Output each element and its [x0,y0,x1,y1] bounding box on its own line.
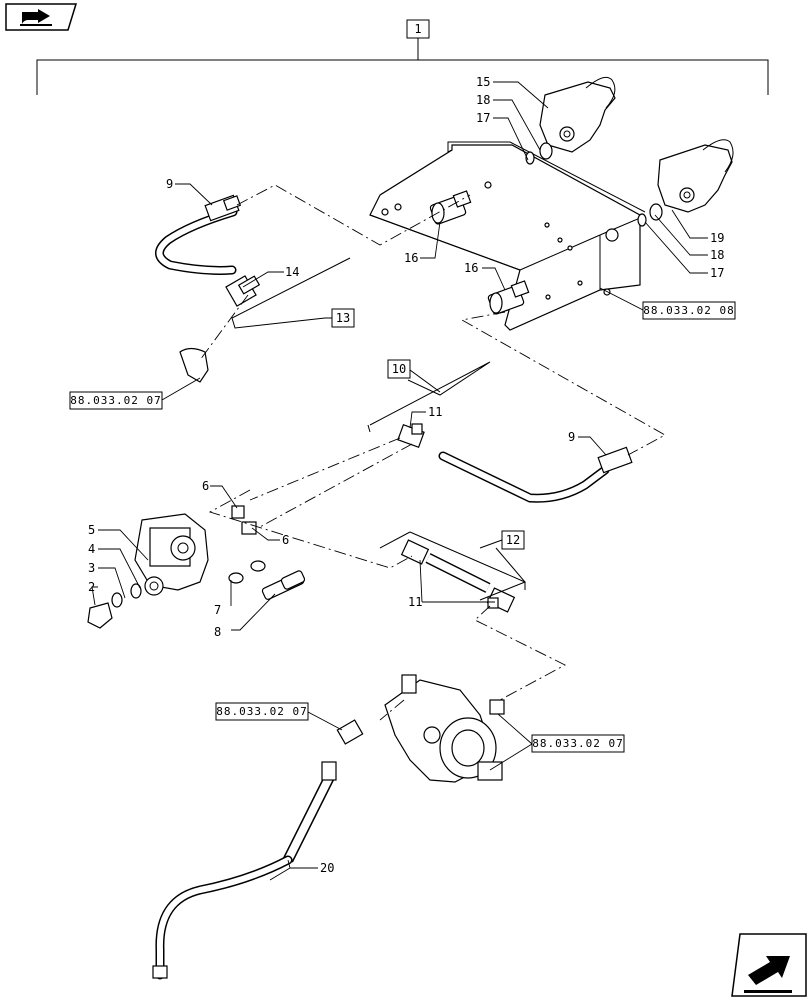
reference-box-88-033-02-07-mid[interactable]: 88.033.02 07 [215,702,343,731]
callout-8: 8 [214,625,221,639]
callout-15: 15 [476,75,490,89]
callout-7: 7 [214,603,221,617]
svg-text:12: 12 [506,533,520,547]
reference-box-88-033-02-07-left[interactable]: 88.033.02 07 [69,377,201,410]
callout-16: 16 [404,251,418,265]
callout-19: 19 [710,231,724,245]
svg-text:88.033.02 07: 88.033.02 07 [70,394,161,407]
callout-4: 4 [88,542,95,556]
hose-assembly-left [155,194,261,383]
fitting-16-lower [487,280,530,315]
valve-assembly [87,505,306,629]
fitting-16-upper [429,190,472,225]
svg-text:88.033.02 07: 88.033.02 07 [216,705,307,718]
callout-11: 11 [408,595,422,609]
callout-14: 14 [285,265,299,279]
book-arrow-icon[interactable] [5,3,78,31]
next-arrow-icon[interactable] [731,933,807,997]
svg-text:13: 13 [336,311,350,325]
callout-11: 11 [428,405,442,419]
callout-18: 18 [476,93,490,107]
callout-17: 17 [710,266,724,280]
glad-hand-coupler-upper [525,76,616,165]
callout-20: 20 [320,861,334,875]
glad-hand-coupler-lower [637,139,734,227]
callout-5: 5 [88,523,95,537]
sub-box-10: 10 [387,359,441,393]
tube-assembly-12 [400,539,516,613]
callout-2: 2 [88,580,95,594]
routing-lines [199,184,666,721]
reference-box-88-033-02-07-right[interactable]: 88.033.02 07 [489,713,625,771]
callout-16: 16 [464,261,478,275]
callout-9: 9 [568,430,575,444]
sub-box-12: 12 [479,530,525,550]
callout-6: 6 [282,533,289,547]
hose-assembly-middle [397,423,633,503]
callout-leaders [91,81,708,881]
mounting-bracket [369,141,646,331]
callout-18: 18 [710,248,724,262]
callout-9: 9 [166,177,173,191]
callout-3: 3 [88,561,95,575]
svg-text:10: 10 [392,362,406,376]
sub-box-13: 13 [325,308,355,328]
callout-17: 17 [476,111,490,125]
compressor [336,674,505,783]
sub-assembly-outlines [231,257,526,601]
group-bracket: 1 [36,19,769,95]
svg-text:88.033.02 07: 88.033.02 07 [532,737,623,750]
svg-text:88.033.02 08: 88.033.02 08 [643,304,734,317]
group-label: 1 [414,22,421,36]
callout-6: 6 [202,479,209,493]
reference-box-88-033-02-08[interactable]: 88.033.02 08 [599,287,736,320]
long-hose-20 [152,761,337,980]
